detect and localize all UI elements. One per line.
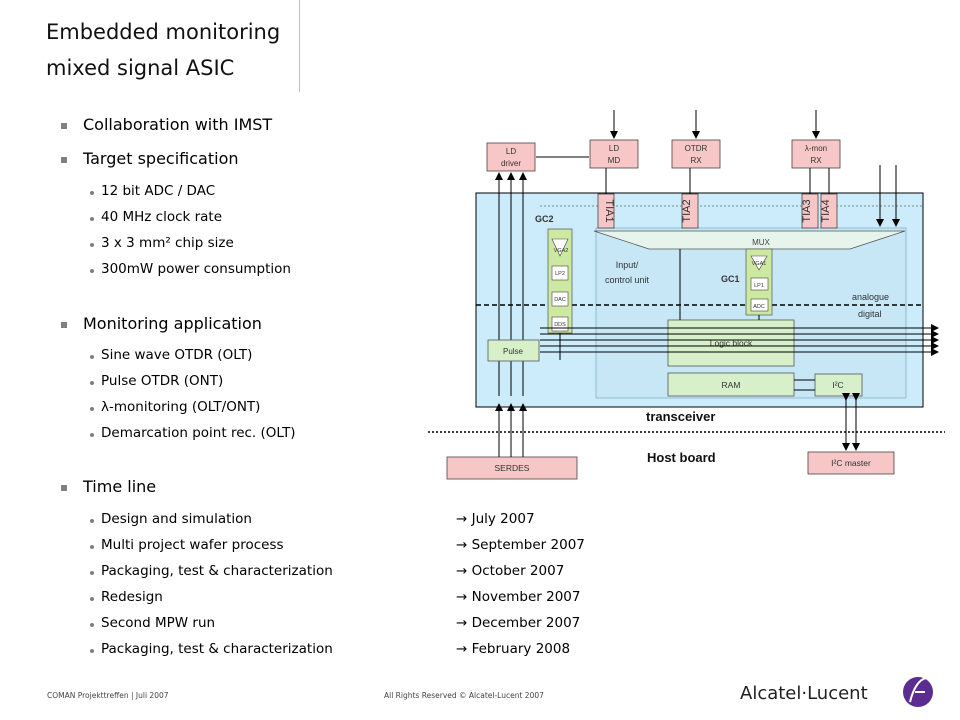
ld-md-label-1: LD [609,144,619,153]
bullet-target-spec: Target specification [83,149,239,168]
mux-label: MUX [752,238,770,247]
digital-label: digital [858,309,882,319]
target-item: 300mW power consumption [101,261,291,277]
dot-bullet-icon [90,191,94,195]
square-bullet-icon [61,157,67,163]
target-item: 40 MHz clock rate [101,209,223,225]
dot-bullet-icon [90,649,94,653]
dot-bullet-icon [90,571,94,575]
bullet-time-line: Time line [83,477,157,496]
otdr-rx-box [671,139,721,169]
timeline-task: Packaging, test & characterization [101,641,333,657]
dot-bullet-icon [90,381,94,385]
timeline-task: Second MPW run [101,615,216,631]
gc2-label: GC2 [535,214,554,224]
tia3-label: TIA3 [801,199,813,222]
otdr-rx-label-1: OTDR [685,144,708,153]
dot-bullet-icon [90,597,94,601]
target-item: 12 bit ADC / DAC [101,183,216,199]
square-bullet-icon [61,123,67,129]
i2c-block [814,373,863,397]
lambda-mon-rx-box [791,139,841,169]
ld-driver-box [486,142,536,172]
title-divider [299,0,300,92]
dot-bullet-icon [90,407,94,411]
dot-bullet-icon [90,433,94,437]
ld-md-box [589,139,639,169]
pulse-label: Pulse [503,347,524,356]
tia4-label: TIA4 [820,199,832,222]
lp1-label: LP1 [754,283,764,289]
bullet-monitoring-application: Monitoring application [83,314,262,333]
square-bullet-icon [61,322,67,328]
logo-wordmark: Alcatel·Lucent [740,683,868,704]
mux-block [593,230,906,250]
ld-driver-label-2: driver [501,159,521,168]
ld-md-label-2: MD [608,156,621,165]
dot-bullet-icon [90,269,94,273]
transceiver-label: transceiver [646,409,715,424]
square-bullet-icon [61,485,67,491]
timeline-task: Redesign [101,589,163,605]
vga1-label: VGA1 [752,261,767,267]
dot-bullet-icon [90,217,94,221]
tia2-label: TIA2 [681,199,693,222]
target-item: 3 x 3 mm² chip size [101,235,234,251]
ram-block [667,372,795,397]
otdr-rx-label-2: RX [690,156,702,165]
host-board-label: Host board [647,450,716,465]
timeline-date: → December 2007 [456,615,581,631]
input-control-label-1: Input/ [616,260,639,270]
tia1-label: TIA1 [603,199,615,222]
logic-block-label: Logic block [710,338,753,348]
monitoring-item: Demarcation point rec. (OLT) [101,425,296,441]
dot-bullet-icon [90,355,94,359]
alcatel-lucent-logo-icon [903,677,933,707]
i2c-label: I²C [832,380,843,390]
dot-bullet-icon [90,519,94,523]
timeline-date: → September 2007 [456,537,585,553]
dac-label: DAC [554,297,566,303]
gc1-label: GC1 [721,274,740,284]
input-control-label-2: control unit [605,275,650,285]
pulse-block [487,339,540,362]
lp2-label: LP2 [555,271,565,277]
dds-label: DDS [554,322,566,328]
ld-driver-label-1: LD [506,147,516,156]
timeline-date: → November 2007 [456,589,581,605]
i2c-master-box [807,451,895,475]
lambda-mon-rx-label-1: λ-mon [805,144,827,153]
monitoring-item: Sine wave OTDR (OLT) [101,347,253,363]
timeline-date: → October 2007 [456,563,565,579]
monitoring-item: Pulse OTDR (ONT) [101,373,224,389]
analogue-label: analogue [852,292,889,302]
i2c-master-label: I²C master [831,458,871,468]
bullet-collaboration: Collaboration with IMST [83,115,273,134]
timeline-date: → July 2007 [456,511,535,527]
monitoring-item: λ-monitoring (OLT/ONT) [101,399,261,415]
timeline-task: Multi project wafer process [101,537,284,553]
slide-title-line1: Embedded monitoring [46,20,281,44]
footer-copyright: All Rights Reserved © Alcatel-Lucent 200… [384,691,544,700]
lambda-mon-rx-label-2: RX [810,156,822,165]
dot-bullet-icon [90,243,94,247]
slide-title-line2: mixed signal ASIC [46,56,235,80]
vga2-label: VGA2 [554,248,569,254]
adc-label: ADC [753,304,765,310]
serdes-label: SERDES [495,463,530,473]
serdes-box [446,456,578,480]
footer-left: COMAN Projekttreffen | Juli 2007 [47,691,169,700]
ram-label: RAM [722,380,741,390]
timeline-task: Design and simulation [101,511,252,527]
timeline-date: → February 2008 [456,641,571,657]
timeline-task: Packaging, test & characterization [101,563,333,579]
dot-bullet-icon [90,623,94,627]
dot-bullet-icon [90,545,94,549]
